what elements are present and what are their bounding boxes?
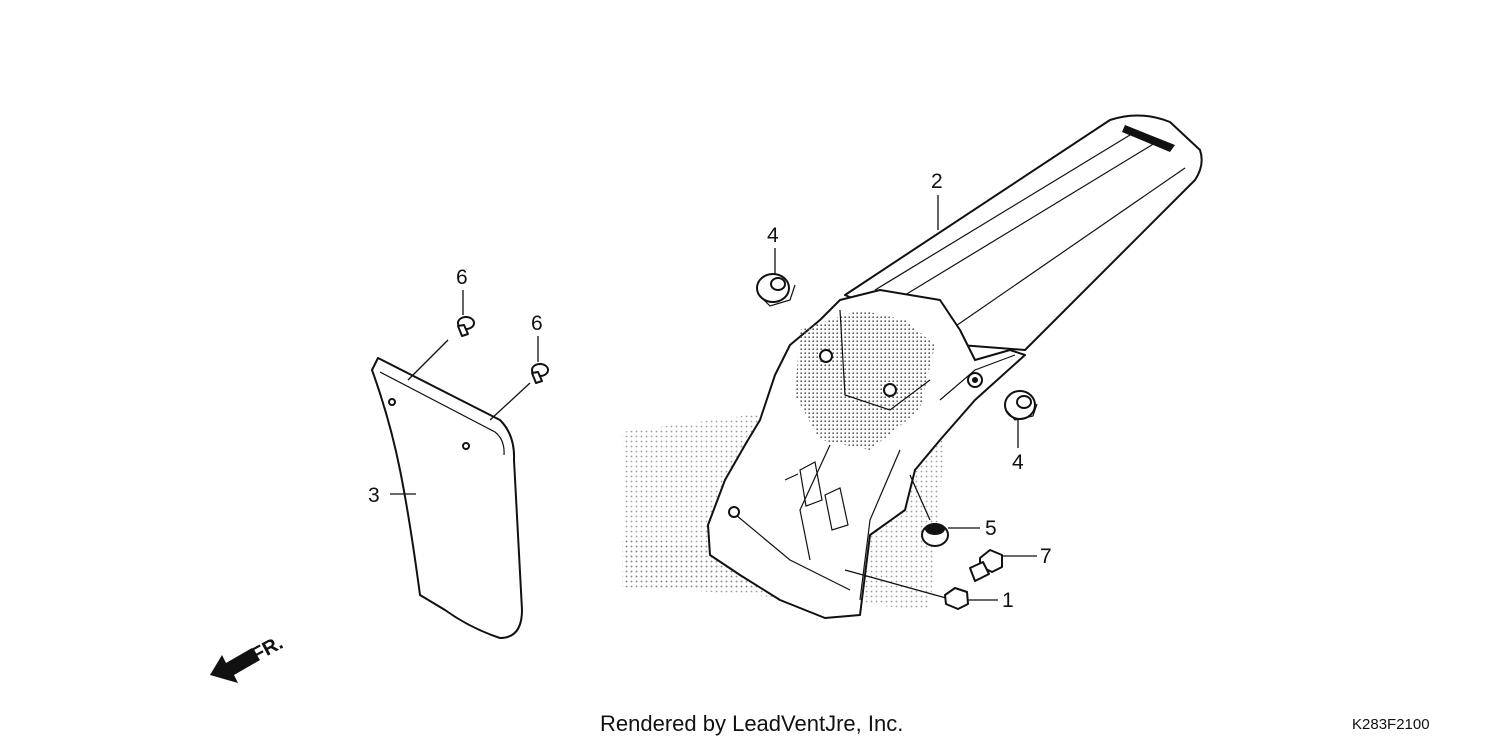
grommet-right-part: [1004, 390, 1038, 421]
front-direction-arrow: FR.: [210, 632, 287, 683]
diagram-code: K283F2100: [1352, 716, 1430, 733]
callout-1: 1: [1002, 589, 1014, 612]
callout-7: 7: [1040, 545, 1052, 568]
callout-4-upper: 4: [767, 224, 779, 247]
grommet-upper-left-part: [756, 273, 796, 307]
screw-upper-part: [457, 316, 475, 337]
render-credit: Rendered by LeadVentJre, Inc.: [600, 711, 904, 736]
callout-6-lower: 6: [531, 312, 543, 335]
collar-part: [921, 523, 949, 547]
callout-6-upper: 6: [456, 266, 468, 289]
screw-lower-part: [531, 363, 549, 384]
callout-3: 3: [368, 484, 380, 507]
leader-lines: [390, 195, 1037, 601]
callout-4-right: 4: [1012, 451, 1024, 474]
callout-5: 5: [985, 517, 997, 540]
rear-fender-part: [707, 114, 1203, 619]
callout-labels: 1 2 3 4 4 5 6 6 7: [368, 170, 1052, 612]
fender-bolt-part: [944, 587, 969, 610]
side-cover-part: [371, 357, 523, 639]
flange-bolt-part: [969, 549, 1003, 582]
callout-2: 2: [931, 170, 943, 193]
